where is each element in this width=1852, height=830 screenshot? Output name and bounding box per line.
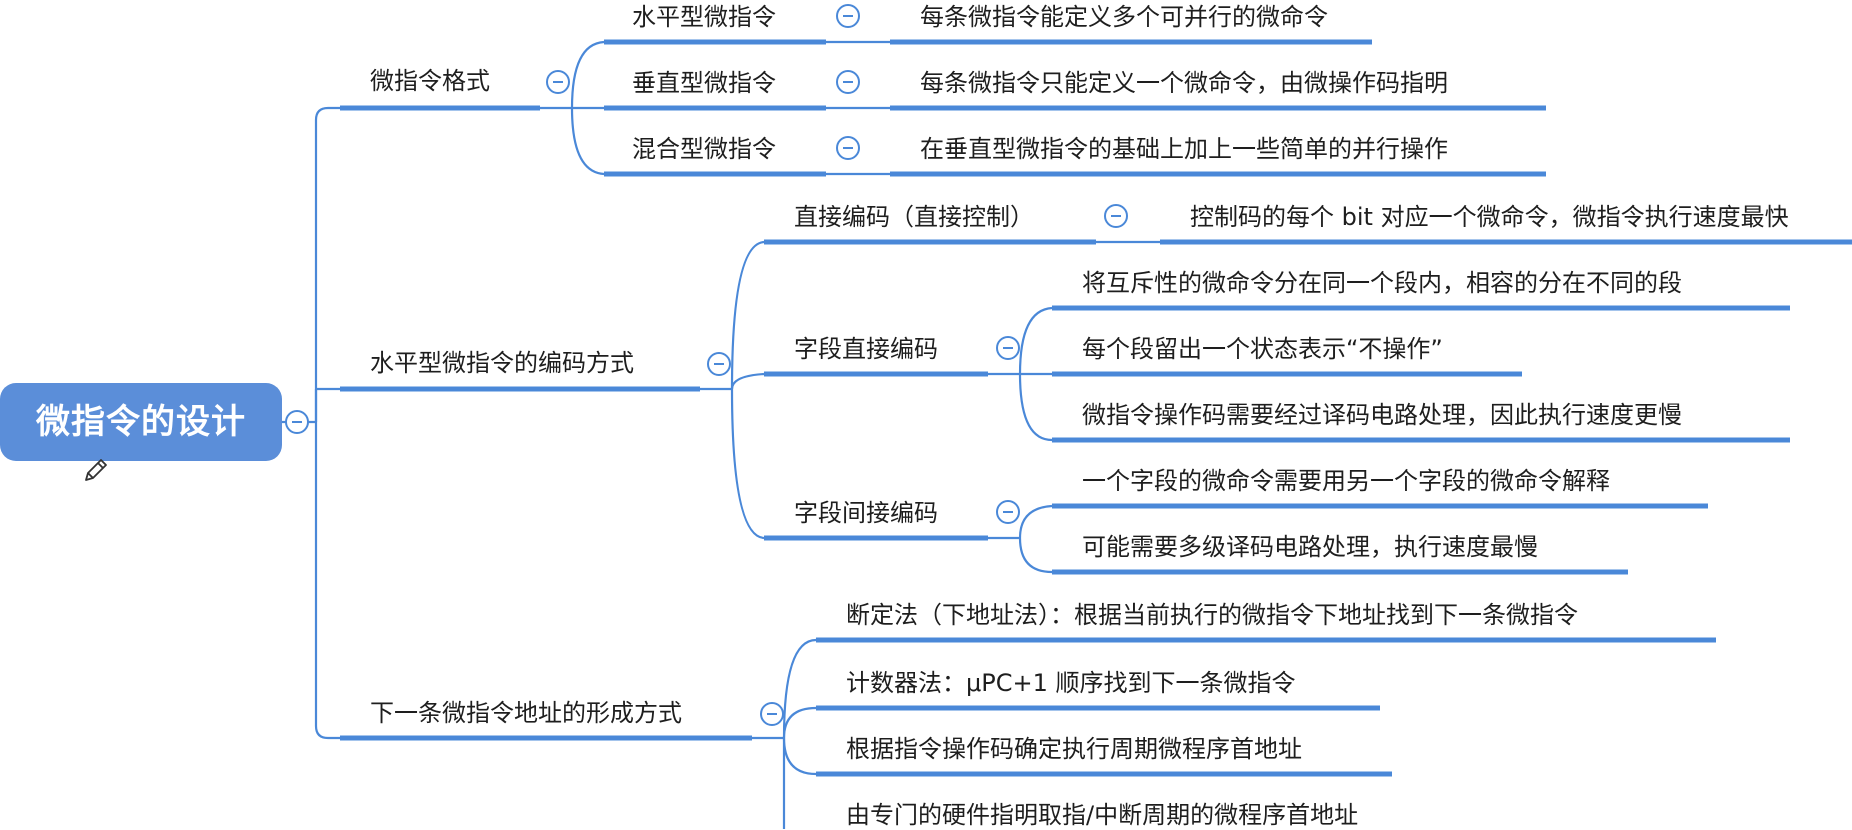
collapse-minus-icon[interactable] <box>996 336 1020 360</box>
collapse-minus-icon[interactable] <box>285 410 309 434</box>
detail-horizontal[interactable]: 每条微指令能定义多个可并行的微命令 <box>920 3 1328 31</box>
pencil-icon <box>85 459 107 481</box>
node-opcode-mapping[interactable]: 根据指令操作码确定执行周期微程序首地址 <box>846 735 1302 763</box>
node-hardware-address[interactable]: 由专门的硬件指明取指/中断周期的微程序首地址 <box>846 801 1359 829</box>
collapse-minus-icon[interactable] <box>1104 204 1128 228</box>
collapse-minus-icon[interactable] <box>836 136 860 160</box>
detail-direct-encoding[interactable]: 控制码的每个 bit 对应一个微命令，微指令执行速度最快 <box>1190 203 1789 231</box>
node-direct-encoding[interactable]: 直接编码（直接控制） <box>794 203 1034 231</box>
detail-field-direct-3[interactable]: 微指令操作码需要经过译码电路处理，因此执行速度更慢 <box>1082 401 1682 429</box>
detail-field-indirect-1[interactable]: 一个字段的微命令需要用另一个字段的微命令解释 <box>1082 467 1610 495</box>
collapse-minus-icon[interactable] <box>707 352 731 376</box>
detail-vertical[interactable]: 每条微指令只能定义一个微命令，由微操作码指明 <box>920 69 1448 97</box>
collapse-minus-icon[interactable] <box>996 500 1020 524</box>
detail-field-indirect-2[interactable]: 可能需要多级译码电路处理，执行速度最慢 <box>1082 533 1538 561</box>
node-vertical-microinstruction[interactable]: 垂直型微指令 <box>632 69 776 97</box>
root-label: 微指令的设计 <box>36 402 246 442</box>
node-field-indirect-encoding[interactable]: 字段间接编码 <box>794 499 938 527</box>
node-mixed-microinstruction[interactable]: 混合型微指令 <box>632 135 776 163</box>
branch-microinstruction-format[interactable]: 微指令格式 <box>370 67 490 95</box>
collapse-minus-icon[interactable] <box>760 702 784 726</box>
root-node[interactable]: 微指令的设计 <box>0 383 282 461</box>
node-next-address-field[interactable]: 断定法（下地址法）：根据当前执行的微指令下地址找到下一条微指令 <box>846 601 1578 629</box>
collapse-minus-icon[interactable] <box>546 70 570 94</box>
branch-next-address[interactable]: 下一条微指令地址的形成方式 <box>370 699 682 727</box>
branch-horizontal-encoding[interactable]: 水平型微指令的编码方式 <box>370 349 634 377</box>
node-counter-method[interactable]: 计数器法：μPC+1 顺序找到下一条微指令 <box>846 669 1296 697</box>
detail-field-direct-1[interactable]: 将互斥性的微命令分在同一个段内，相容的分在不同的段 <box>1082 269 1682 297</box>
node-field-direct-encoding[interactable]: 字段直接编码 <box>794 335 938 363</box>
detail-field-direct-2[interactable]: 每个段留出一个状态表示“不操作” <box>1082 335 1443 363</box>
collapse-minus-icon[interactable] <box>836 4 860 28</box>
collapse-minus-icon[interactable] <box>836 70 860 94</box>
detail-mixed[interactable]: 在垂直型微指令的基础上加上一些简单的并行操作 <box>920 135 1448 163</box>
node-horizontal-microinstruction[interactable]: 水平型微指令 <box>632 3 776 31</box>
